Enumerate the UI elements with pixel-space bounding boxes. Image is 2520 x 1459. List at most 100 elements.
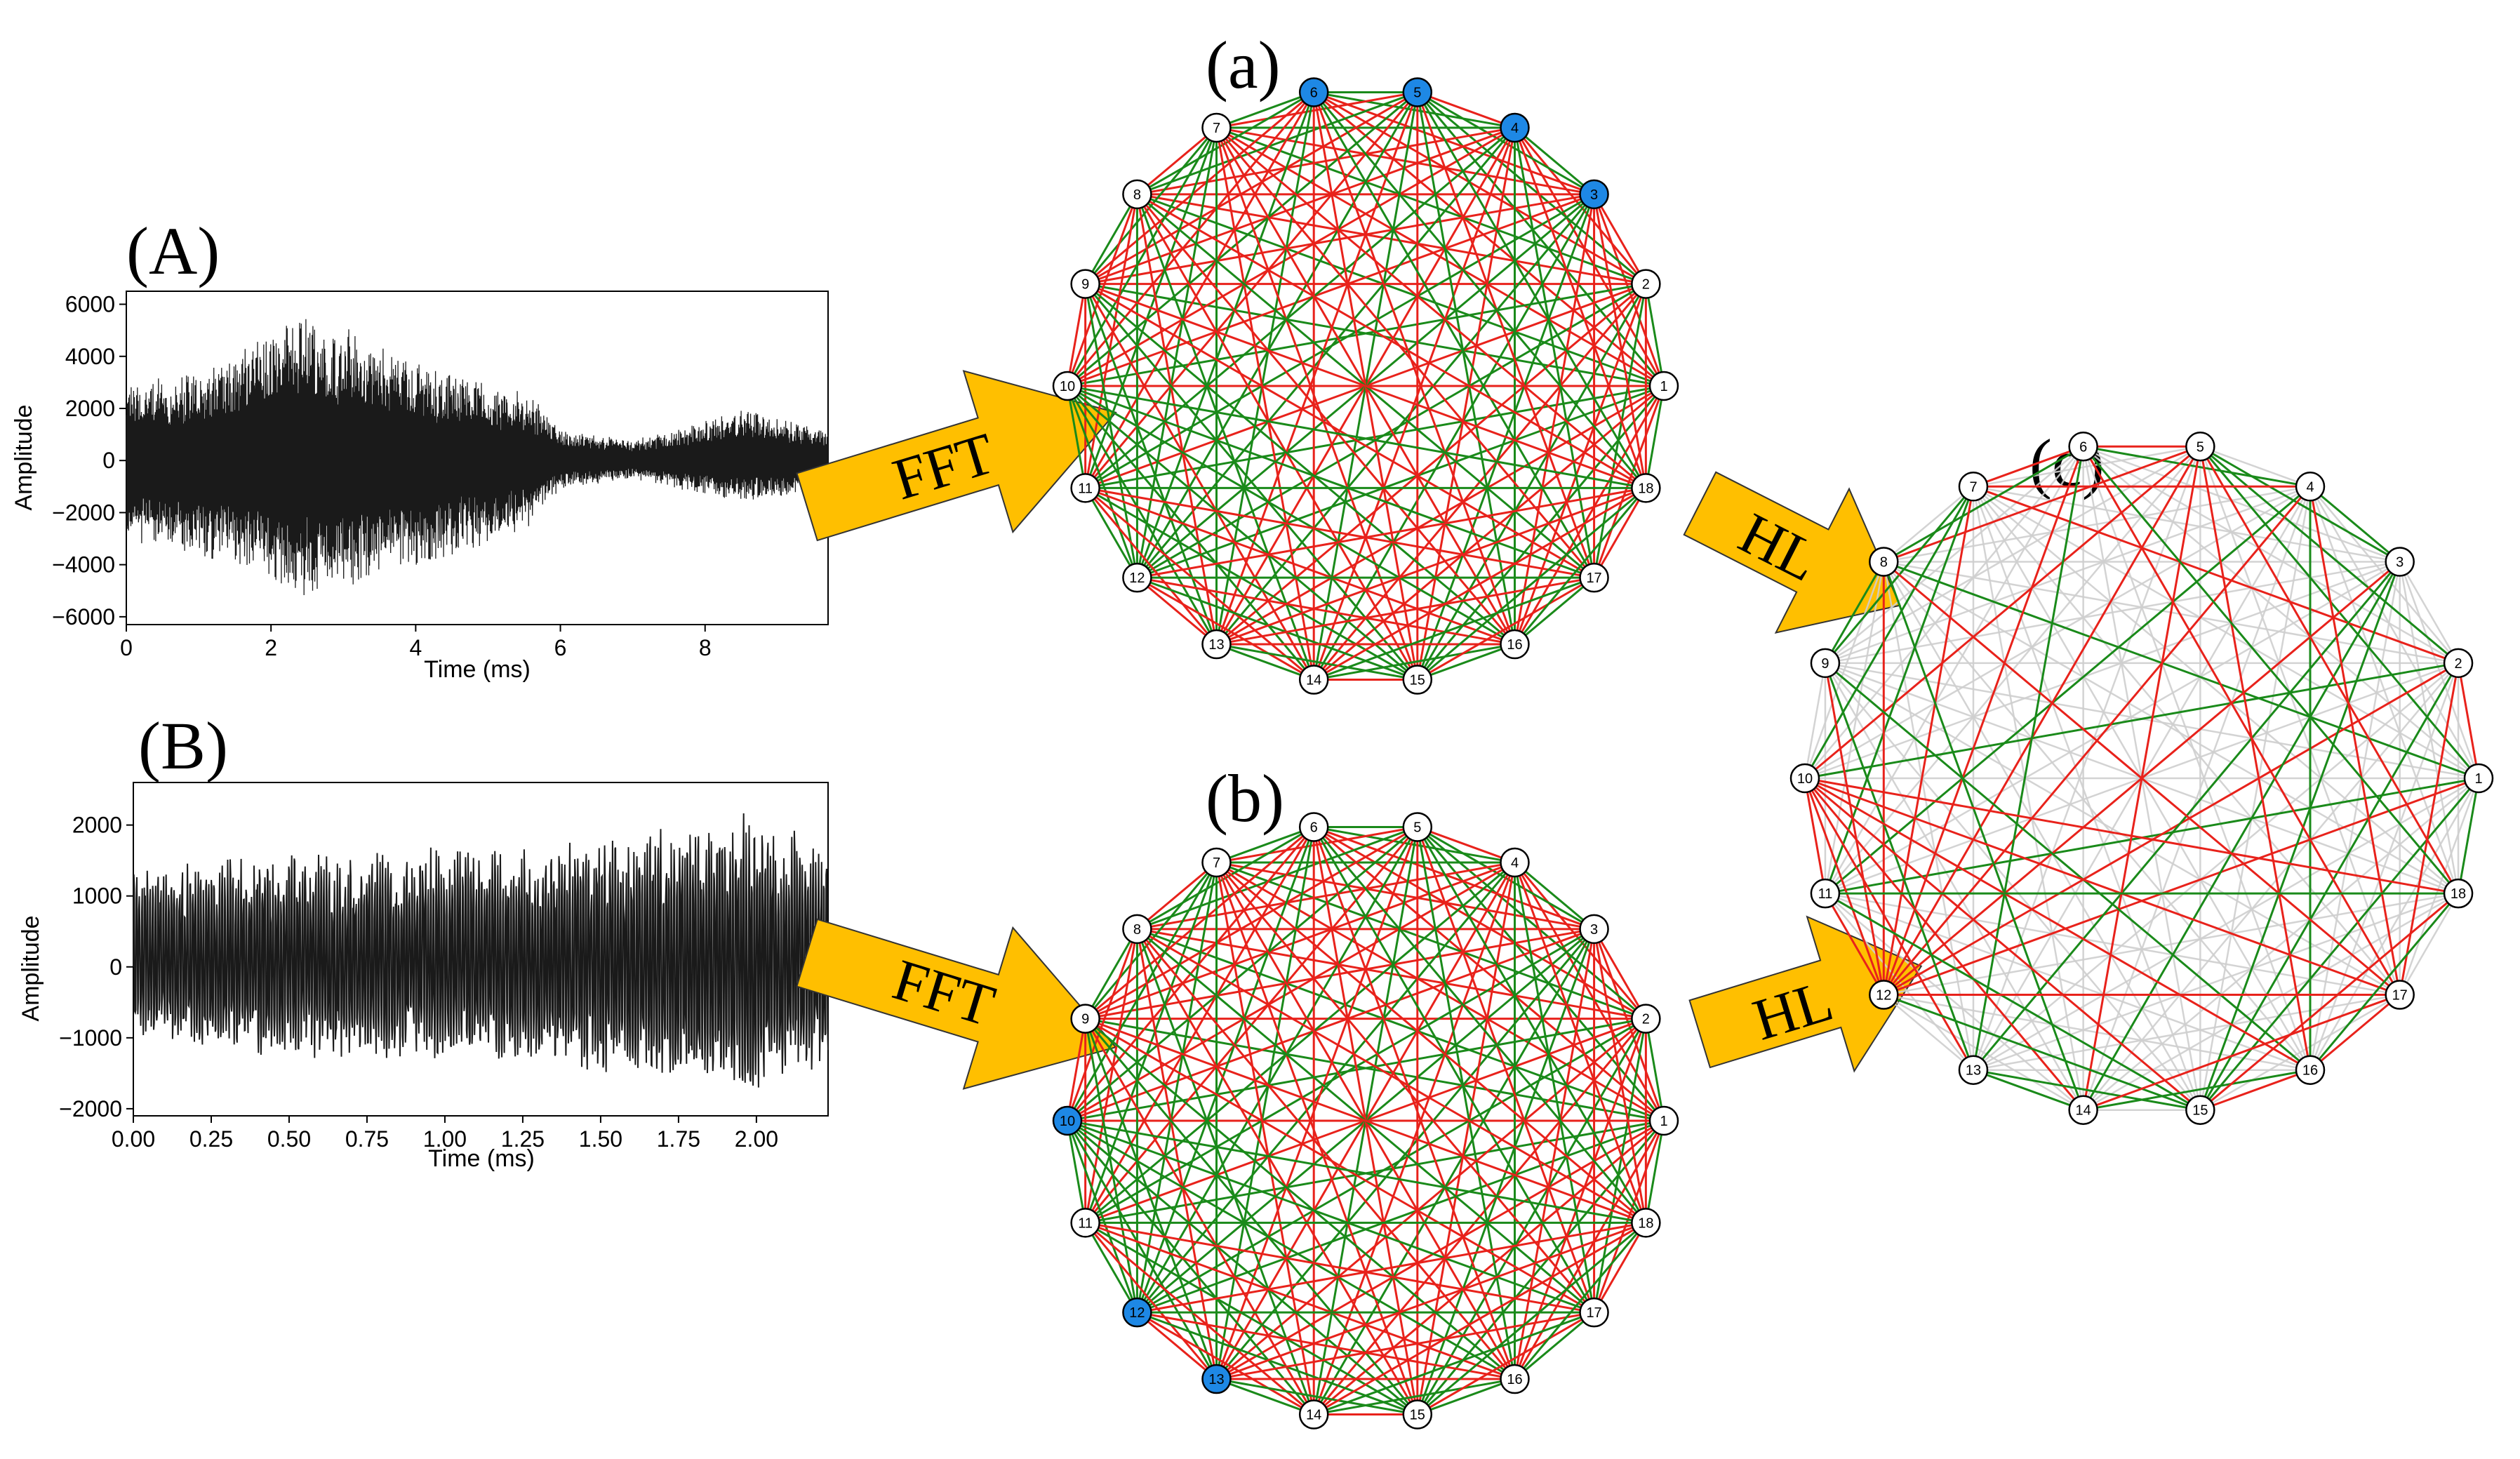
- graph-edge: [1067, 826, 1418, 1122]
- graph-edge: [1136, 1312, 1218, 1380]
- graph-node: 4: [2295, 472, 2326, 502]
- graph-edge: [1215, 1378, 1314, 1415]
- graph-edge: [1084, 1018, 1595, 1314]
- graph-edge: [1135, 127, 1218, 578]
- node-label: 18: [1638, 481, 1653, 496]
- graph-edge: [1972, 486, 2201, 1111]
- node-circle: [1201, 629, 1232, 660]
- node-circle: [1810, 878, 1841, 909]
- node-label: 15: [1410, 673, 1425, 688]
- graph-edge: [1216, 1311, 1594, 1380]
- graph-edge: [1137, 1221, 1646, 1314]
- graph-edge: [1136, 928, 1419, 1415]
- graph-edge: [1416, 91, 1647, 285]
- node-label: 13: [1208, 637, 1224, 653]
- graph-edge: [2083, 1069, 2311, 1112]
- graph-edge: [1136, 193, 1665, 387]
- graph-node: 18: [1631, 1208, 1661, 1238]
- graph-edge: [1084, 1222, 1138, 1313]
- node-label: 4: [2306, 479, 2314, 495]
- node-circle: [1579, 1297, 1609, 1328]
- node-circle: [1070, 1004, 1100, 1034]
- node-circle: [2295, 1055, 2326, 1085]
- graph-edge: [1883, 561, 2401, 996]
- graph-edge: [1883, 561, 2479, 780]
- graph-edge: [1972, 446, 2085, 1070]
- node-circle: [1789, 763, 1820, 794]
- node-circle: [1500, 847, 1530, 878]
- graph-edge: [1973, 485, 2459, 665]
- graph-edge: [1215, 283, 1647, 646]
- node-label: 6: [2079, 439, 2087, 455]
- graph-edge: [2082, 561, 2401, 1111]
- graph-edge: [1067, 1119, 1516, 1380]
- graph-edge: [1215, 643, 1314, 681]
- node-label: 10: [1797, 771, 1813, 787]
- node-label: 17: [1586, 571, 1601, 586]
- graph-edge: [1136, 91, 1419, 578]
- graph-edge: [1084, 91, 1315, 285]
- x-tick-label: 4: [409, 635, 422, 660]
- graph-edge: [2399, 561, 2460, 664]
- graph-edge: [1136, 194, 1315, 681]
- graph-node: 14: [1298, 1399, 1329, 1430]
- graph-edge: [1313, 487, 1647, 681]
- graph-edge: [1215, 486, 1646, 646]
- graph-node: 10: [1052, 371, 1083, 401]
- graph-edge: [1514, 861, 1595, 930]
- graph-edge: [1417, 1311, 1595, 1415]
- graph-edge: [1215, 92, 1315, 645]
- graph-edge: [1882, 446, 2085, 996]
- graph-edge: [1514, 577, 1595, 646]
- node-circle: [1869, 980, 1899, 1010]
- node-circle: [1122, 1297, 1152, 1328]
- graph-edge: [1067, 385, 1646, 489]
- graph-edge: [1416, 92, 1516, 645]
- graph-node: 5: [1402, 77, 1433, 107]
- graph-edge: [1514, 862, 1665, 1121]
- y-tick-label: 1000: [72, 884, 122, 909]
- graph-node: 13: [1958, 1055, 1989, 1085]
- graph-edge: [1085, 1221, 1516, 1380]
- graph-edge: [1135, 928, 1218, 1380]
- graph-edge: [1215, 127, 1419, 681]
- graph-edge: [2309, 893, 2460, 1071]
- graph-edge: [1417, 91, 1516, 129]
- graph-edge: [1136, 576, 1314, 681]
- graph-edge: [1313, 826, 1647, 1224]
- graph-edge: [1824, 662, 2084, 1111]
- graph-edge: [1137, 486, 1646, 579]
- graph-edge: [1066, 127, 1218, 387]
- graph-edge: [2309, 561, 2401, 1070]
- graph-edge: [1882, 561, 2085, 1111]
- graph-edge: [1136, 928, 1516, 1380]
- graph-edge: [1067, 1119, 1595, 1314]
- y-tick-label: 0: [102, 448, 115, 473]
- node-circle: [1500, 112, 1530, 143]
- graph-edge: [1644, 1018, 1665, 1121]
- x-tick-label: 0.50: [267, 1126, 311, 1152]
- graph-edge: [1417, 826, 1516, 864]
- graph-edge: [1084, 284, 1138, 578]
- graph-edge: [1644, 284, 1665, 387]
- node-circle: [1201, 1364, 1232, 1394]
- graph-edge: [1084, 826, 1315, 1020]
- graph-edge: [1973, 994, 2400, 1071]
- x-tick-label: 6: [554, 635, 567, 660]
- x-tick-label: 0.75: [345, 1126, 389, 1152]
- graph-edge: [1825, 486, 2311, 665]
- node-circle: [2185, 432, 2215, 462]
- y-tick-label: −6000: [52, 604, 115, 629]
- graph-edge: [1135, 862, 1218, 1313]
- node-label: 16: [1507, 637, 1522, 653]
- node-label: 3: [1590, 187, 1598, 203]
- graph-edge: [1824, 561, 1885, 894]
- arrow-shape-hl-top: [1683, 471, 1901, 634]
- graph-edge: [1883, 561, 2459, 895]
